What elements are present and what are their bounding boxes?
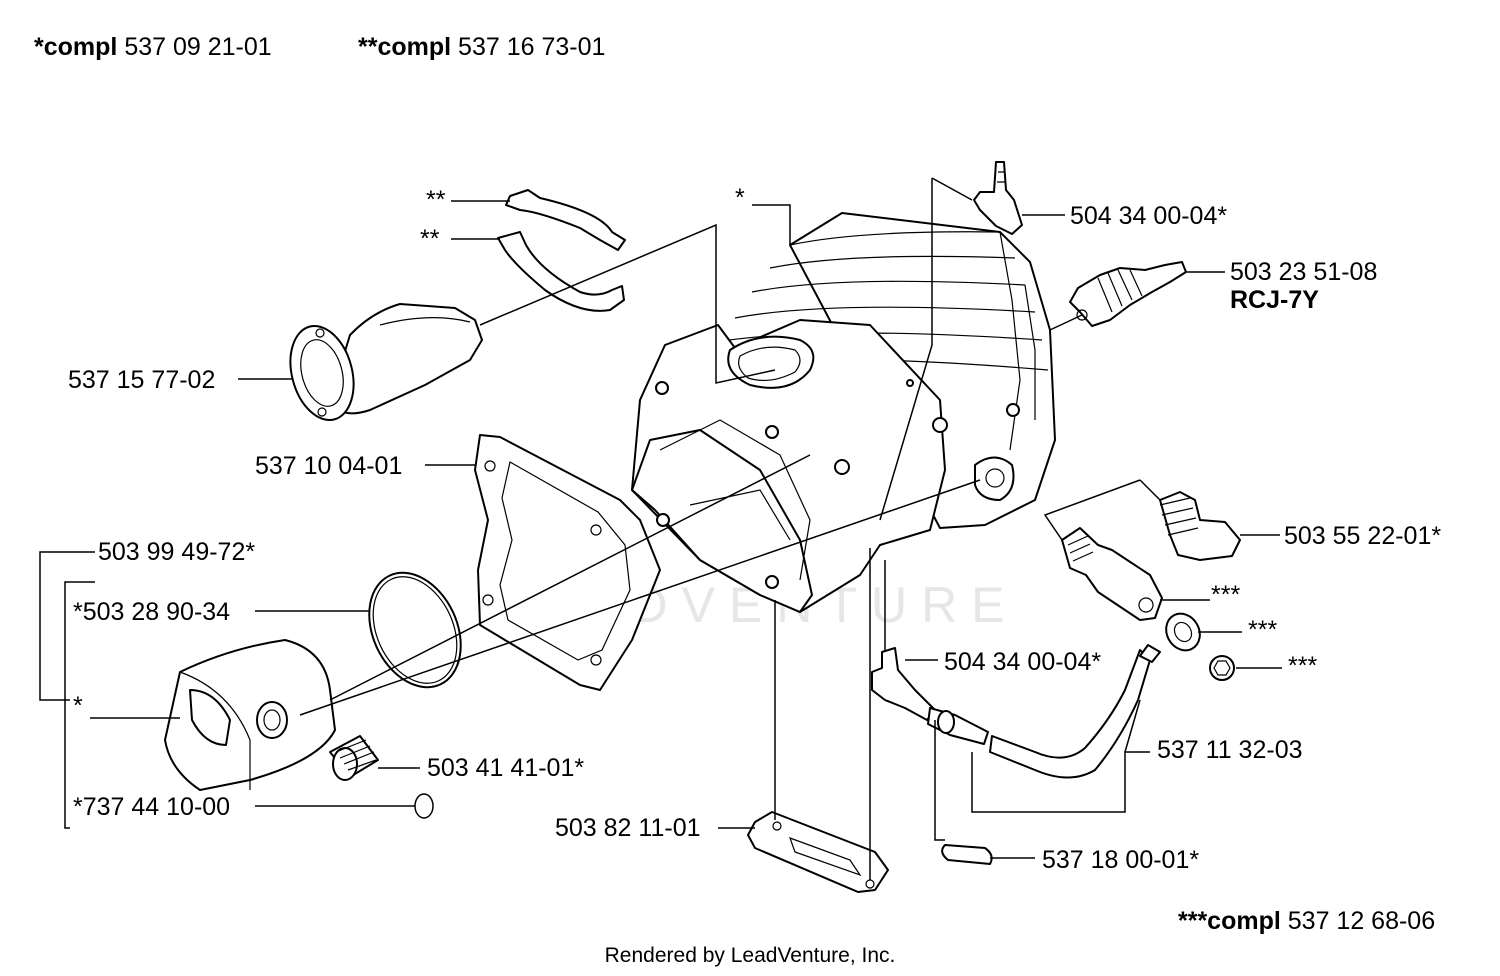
label-star3-b: *** (1248, 616, 1277, 644)
label-star1-piston: * (73, 692, 83, 720)
spark-plug (1069, 261, 1187, 327)
label-spark-plug-type: RCJ-7Y (1230, 286, 1319, 314)
label-pin: *737 44 10-00 (73, 793, 230, 821)
piston-ring (368, 571, 462, 689)
label-star2-b: ** (420, 225, 440, 253)
banjo-washer (1165, 612, 1201, 652)
clamp-lower (497, 231, 625, 312)
label-ring: *503 28 90-34 (73, 598, 230, 626)
label-gasket: 537 10 04-01 (255, 452, 402, 480)
elbow-fitting-mid (871, 647, 989, 745)
elbow-fitting-top (973, 161, 1023, 235)
footer-compl: ***compl 537 12 68-06 (1178, 907, 1435, 935)
clamp-upper (505, 189, 626, 251)
base-gasket (747, 811, 889, 893)
header-compl-2: **compl 537 16 73-01 (358, 33, 605, 61)
plug-right (1159, 491, 1241, 561)
leader-lines (39, 177, 1282, 880)
banjo-bolt (1209, 655, 1235, 681)
label-star3-a: *** (1211, 581, 1240, 609)
label-plug-right: 503 55 22-01* (1284, 522, 1441, 550)
label-star1-top: * (735, 184, 745, 212)
valve-body (1061, 527, 1163, 621)
label-base-gasket: 503 82 11-01 (555, 814, 701, 842)
piston (164, 639, 336, 791)
label-elbow-mid: 504 34 00-04* (944, 648, 1101, 676)
label-piston-kit: 503 99 49-72* (98, 538, 255, 566)
rendered-by: Rendered by LeadVenture, Inc. (605, 944, 896, 967)
header-compl-1: *compl 537 09 21-01 (34, 33, 272, 61)
label-spark-plug: 503 23 51-08 (1230, 258, 1377, 286)
needle-bearing (329, 735, 379, 781)
circlip (414, 793, 434, 819)
cylinder (631, 212, 1056, 613)
cylinder-gasket (474, 434, 661, 691)
hose (989, 644, 1161, 779)
label-elbow-top: 504 34 00-04* (1070, 202, 1227, 230)
label-intake: 537 15 77-02 (68, 366, 215, 394)
label-star2-a: ** (426, 186, 446, 214)
label-bearing: 503 41 41-01* (427, 754, 584, 782)
intake-manifold (289, 303, 483, 422)
label-star3-c: *** (1288, 652, 1317, 680)
label-cap: 537 18 00-01* (1042, 846, 1199, 874)
label-hose: 537 11 32-03 (1157, 736, 1303, 764)
cap (941, 844, 993, 865)
